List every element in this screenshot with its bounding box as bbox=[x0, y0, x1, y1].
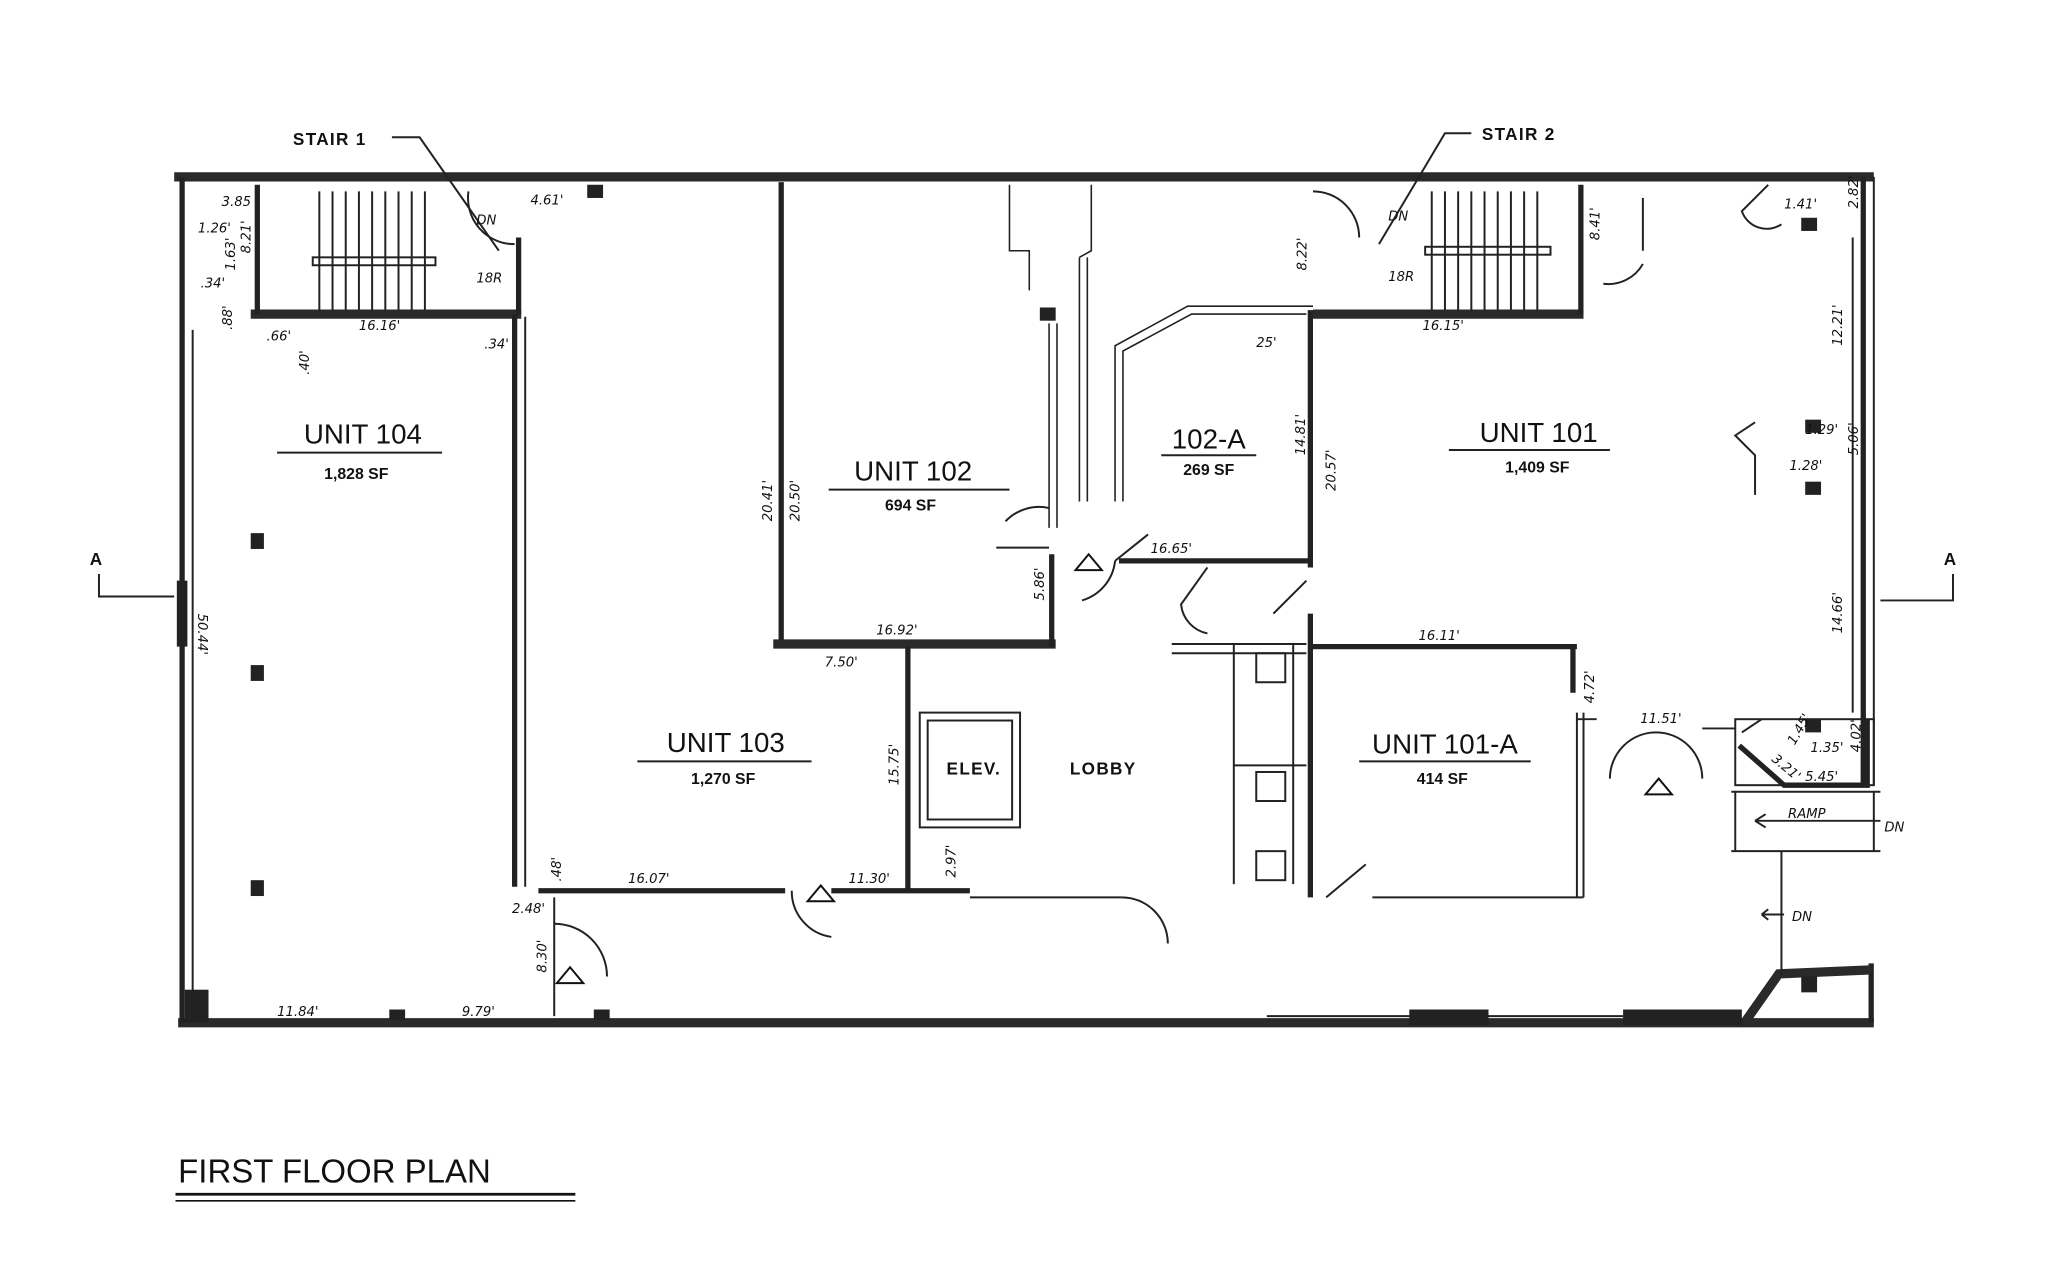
svg-text:UNIT 103: UNIT 103 bbox=[667, 727, 785, 758]
dimension-label: .48' bbox=[550, 857, 565, 882]
dimension-label: 4.72' bbox=[1583, 670, 1598, 703]
dimension-label: 1.26' bbox=[198, 221, 231, 236]
dimension-label: 16.16' bbox=[359, 319, 400, 334]
dimension-label: 20.41' bbox=[761, 480, 776, 521]
dimension-label: .66' bbox=[267, 329, 292, 344]
columns bbox=[250, 184, 1822, 1021]
dimension-label: 14.66' bbox=[1831, 592, 1846, 633]
dimension-label: 25' bbox=[1256, 336, 1276, 351]
dimension-label: 1.29' bbox=[1805, 423, 1838, 438]
stair-1-label: STAIR 1 bbox=[293, 129, 367, 149]
dimension-labels: 3.85 1.26' 1.63'8.21' .34' .88' .66' .40' 16.16… bbox=[194, 176, 1865, 1021]
accessibility-icons bbox=[554, 552, 1675, 985]
dimension-label: 8.22' bbox=[1295, 238, 1310, 271]
dimension-label: 16.65' bbox=[1151, 542, 1192, 557]
svg-text:A: A bbox=[90, 549, 104, 569]
svg-text:1,828 SF: 1,828 SF bbox=[324, 466, 389, 483]
dimension-label: 2.82' bbox=[1847, 176, 1862, 209]
lobby-label: LOBBY bbox=[1070, 759, 1137, 779]
dimension-label: 16.07' bbox=[628, 872, 669, 887]
unit-101: UNIT 101 1,409 SF bbox=[1448, 417, 1610, 476]
dimension-label: 11.30' bbox=[848, 872, 889, 887]
section-mark-right: A bbox=[1880, 549, 1958, 602]
dimension-label: 5.06' bbox=[1847, 422, 1862, 455]
svg-text:102-A: 102-A bbox=[1172, 424, 1246, 455]
stair-1-dn: DN bbox=[476, 213, 496, 228]
stair-2-dn: DN bbox=[1388, 209, 1408, 224]
dimension-label: 16.11' bbox=[1419, 629, 1460, 644]
ramp-arrows bbox=[1754, 813, 1881, 921]
dimension-label: 1.63' bbox=[224, 238, 239, 271]
svg-text:UNIT 101-A: UNIT 101-A bbox=[1372, 729, 1518, 760]
ramp-dn: DN bbox=[1884, 820, 1904, 835]
dimension-label: 12.21' bbox=[1831, 304, 1846, 345]
stair-2-risers: 18R bbox=[1388, 270, 1414, 285]
dimension-label: 15.75' bbox=[888, 744, 903, 785]
elevator-label: ELEV. bbox=[947, 759, 1002, 779]
dimension-label: 11.84' bbox=[277, 1005, 318, 1020]
dimension-label: .40' bbox=[298, 350, 313, 375]
dimension-label: 8.30' bbox=[535, 940, 550, 973]
dimension-label: 16.92' bbox=[876, 624, 917, 639]
dimension-label: 7.50' bbox=[825, 655, 858, 670]
dimension-label: 1.28' bbox=[1789, 459, 1822, 474]
dimension-label: 20.50' bbox=[789, 480, 804, 521]
stair-2-treads bbox=[1424, 191, 1552, 311]
dimension-label: .88' bbox=[221, 305, 236, 330]
svg-text:UNIT 104: UNIT 104 bbox=[304, 418, 422, 449]
svg-text:A: A bbox=[1944, 549, 1958, 569]
section-mark-left: A bbox=[90, 549, 175, 598]
svg-text:UNIT 101: UNIT 101 bbox=[1480, 417, 1598, 448]
dimension-label: 50.44' bbox=[194, 614, 209, 655]
unit-102: UNIT 102 694 SF bbox=[828, 455, 1010, 515]
unit-102a: 102-A 269 SF bbox=[1161, 424, 1257, 479]
unit-101a: UNIT 101-A 414 SF bbox=[1359, 729, 1531, 788]
svg-text:1,409 SF: 1,409 SF bbox=[1505, 459, 1570, 476]
svg-text:694 SF: 694 SF bbox=[885, 498, 936, 515]
dimension-label: 2.97' bbox=[944, 845, 959, 878]
stair-2-label: STAIR 2 bbox=[1482, 124, 1556, 144]
unit-104: UNIT 104 1,828 SF bbox=[277, 418, 443, 483]
dimension-label: 4.61' bbox=[530, 194, 563, 209]
dimension-label: 9.79' bbox=[462, 1005, 495, 1020]
stair-1-risers: 18R bbox=[476, 271, 502, 286]
dimension-label: 11.51' bbox=[1640, 712, 1681, 727]
dimension-label: 3.85 bbox=[222, 195, 251, 210]
dimension-label: 4.02' bbox=[1850, 719, 1865, 752]
dimension-label: 1.35' bbox=[1810, 741, 1843, 756]
walk-dn: DN bbox=[1792, 910, 1812, 925]
unit-103: UNIT 103 1,270 SF bbox=[637, 727, 812, 788]
stair-1-treads bbox=[311, 191, 437, 311]
plan-title: FIRST FLOOR PLAN bbox=[178, 1152, 491, 1189]
svg-text:414 SF: 414 SF bbox=[1417, 771, 1468, 788]
dimension-label: .34' bbox=[484, 337, 509, 352]
dimension-label: 20.57' bbox=[1324, 450, 1339, 491]
exterior-walls bbox=[174, 172, 1875, 1028]
dimension-label: 8.21' bbox=[240, 220, 255, 253]
dimension-label: 14.81' bbox=[1294, 414, 1309, 455]
dimension-label: .34' bbox=[201, 277, 226, 292]
dimension-label: 2.48' bbox=[512, 902, 545, 917]
dimension-label: 1.41' bbox=[1784, 198, 1817, 213]
svg-text:1,270 SF: 1,270 SF bbox=[691, 771, 756, 788]
dimension-label: 5.45' bbox=[1805, 770, 1838, 785]
dimension-label: 16.15' bbox=[1423, 319, 1464, 334]
svg-text:269 SF: 269 SF bbox=[1183, 462, 1234, 479]
svg-text:UNIT 102: UNIT 102 bbox=[854, 455, 972, 486]
dimension-label: 5.86' bbox=[1033, 567, 1048, 600]
dimension-label: 8.41' bbox=[1588, 207, 1603, 240]
door-swings bbox=[467, 184, 1782, 977]
dimension-label: 3.21' bbox=[1768, 752, 1803, 785]
interior-walls bbox=[250, 182, 1881, 1017]
ramp-label: RAMP bbox=[1788, 807, 1826, 822]
